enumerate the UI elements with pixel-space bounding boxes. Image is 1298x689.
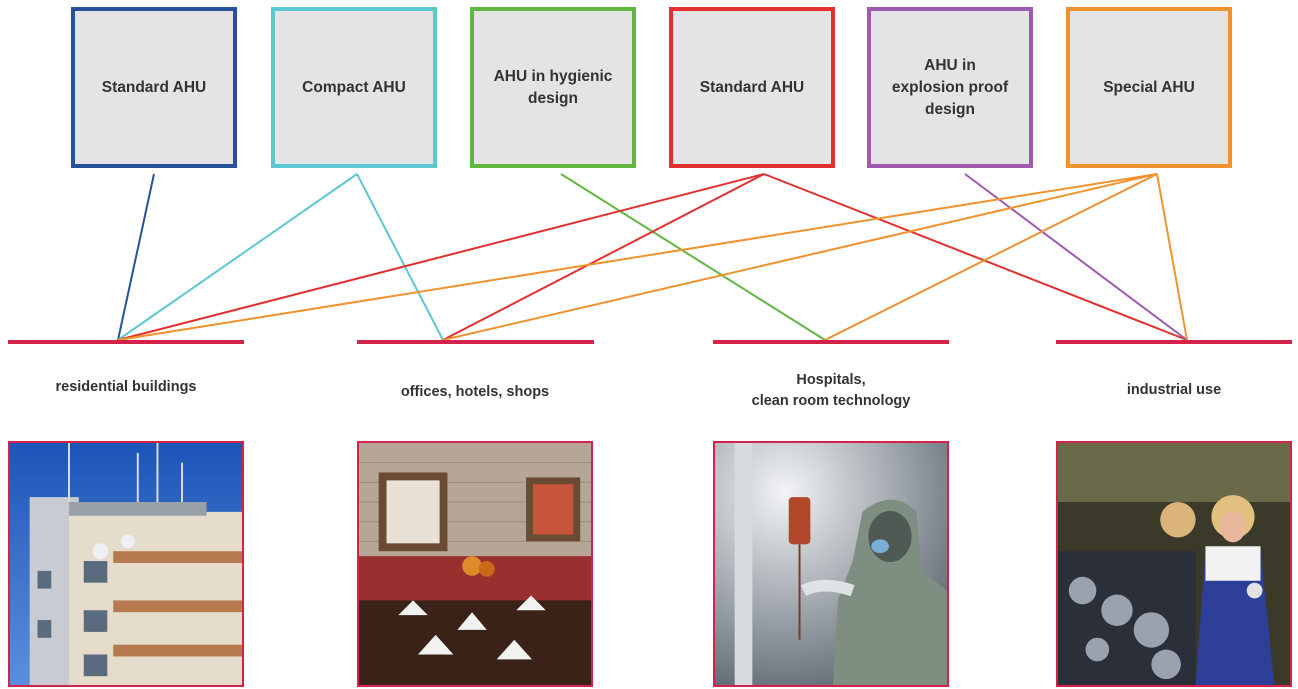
ahu-label: Standard AHU	[101, 78, 207, 96]
connection-line-special-ahu-to-industrial	[1156, 173, 1188, 341]
connection-line-standard-ahu-red-to-industrial	[763, 173, 1188, 341]
connection-line-standard-ahu-red-to-residential	[117, 173, 765, 341]
connection-line-special-ahu-to-residential	[117, 173, 1158, 341]
connection-line-compact-ahu-to-offices	[356, 173, 444, 341]
segment-bar-hospitals	[713, 340, 949, 344]
factory-assembly-line-photo	[1056, 441, 1292, 687]
clean-room-worker-photo	[713, 441, 949, 687]
connection-line-special-ahu-to-hospitals	[824, 173, 1158, 341]
segment-bar-industrial	[1056, 340, 1292, 344]
segment-bar-residential	[8, 340, 244, 344]
ahu-label: AHU in hygienic design	[493, 67, 613, 107]
ahu-box-hygienic: AHU in hygienic design	[470, 7, 636, 168]
ahu-label: Standard AHU	[699, 78, 805, 96]
ahu-box-special: Special AHU	[1066, 7, 1232, 168]
ahu-box-compact: Compact AHU	[271, 7, 437, 168]
ahu-label: Compact AHU	[302, 78, 406, 96]
apartment-building-photo	[8, 441, 244, 687]
segment-label-offices: offices, hotels, shops	[400, 384, 550, 400]
connection-line-compact-ahu-to-residential	[117, 173, 358, 341]
connection-line-special-ahu-to-offices	[442, 173, 1158, 341]
segment-label-residential: residential buildings	[55, 379, 197, 395]
ahu-box-standard-blue: Standard AHU	[71, 7, 237, 168]
connection-line-standard-ahu-red-to-offices	[442, 173, 765, 341]
segment-label-hospitals: Hospitals, clean room technology	[751, 372, 911, 409]
connection-line-explosion-proof-ahu-to-industrial	[964, 173, 1188, 341]
ahu-label: Special AHU	[1103, 78, 1195, 96]
ahu-box-standard-red: Standard AHU	[669, 7, 835, 168]
ahu-label: AHU in explosion proof design	[891, 56, 1009, 118]
connection-line-standard-ahu-blue-to-residential	[117, 173, 155, 341]
ahu-box-explosion-proof: AHU in explosion proof design	[867, 7, 1033, 168]
segment-label-industrial: industrial use	[1126, 382, 1222, 398]
connection-line-hygienic-ahu-to-hospitals	[560, 173, 826, 341]
segment-bar-offices	[357, 340, 594, 344]
restaurant-interior-photo	[357, 441, 593, 687]
